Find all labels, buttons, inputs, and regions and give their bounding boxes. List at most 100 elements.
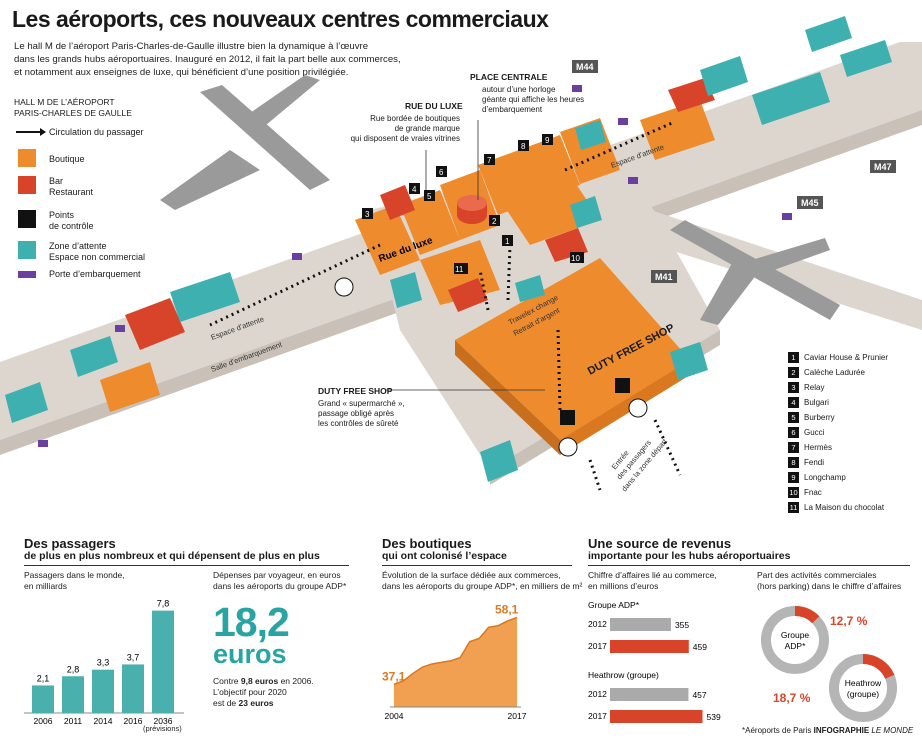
legend-circulation: Circulation du passager — [49, 127, 144, 137]
escalator-icon — [558, 437, 578, 457]
callout-duty-title: DUTY FREE SHOP — [318, 386, 393, 396]
gate-marker — [618, 118, 628, 125]
label-line: (hors parking) dans le chiffre d’affaire… — [757, 581, 902, 591]
callout-line: de grande marque — [394, 124, 460, 133]
circulation-path — [209, 121, 682, 491]
donut-center-label: Heathrow — [845, 678, 882, 688]
svg-text:1: 1 — [505, 237, 510, 246]
security-icon — [560, 410, 575, 425]
callout-duty-text: Grand « supermarché », passage obligé ap… — [318, 399, 405, 429]
bar-blocks — [125, 78, 715, 350]
section1-rule — [24, 565, 349, 566]
chart1-bar — [122, 664, 144, 713]
waiting-areas — [5, 16, 892, 482]
footer-note: *Aéroports de Paris — [742, 726, 812, 735]
intro-line: Le hall M de l’aéroport Paris-Charles-de… — [14, 41, 369, 52]
chart2-start-value: 37,1 — [382, 669, 406, 683]
donut-value-label: 18,7 % — [773, 691, 811, 705]
gates — [38, 85, 792, 447]
callout-luxe-title: RUE DU LUXE — [405, 101, 463, 111]
legend-line: Espace non commercial — [49, 252, 146, 262]
chart3-bar — [610, 710, 703, 723]
chart3-bar — [610, 688, 689, 701]
brand-number: 5 — [788, 412, 799, 423]
chart1-category-label: 2011 — [64, 716, 83, 726]
svg-text:M41: M41 — [655, 272, 673, 282]
legend-title-line: PARIS-CHARLES DE GAULLE — [14, 108, 132, 118]
label-line: dans les aéroports du groupe ADP*, en mi… — [382, 581, 583, 591]
brand-number: 1 — [788, 352, 799, 363]
duty-free-front — [560, 360, 690, 455]
svg-text:M47: M47 — [874, 162, 892, 172]
brand-number: 9 — [788, 472, 799, 483]
section2-title: Des boutiques — [382, 536, 472, 551]
section3-left-label: Chiffre d’affaires lié au commerce, en m… — [588, 570, 717, 592]
gate-marker — [782, 213, 792, 220]
chart3-group-label: Groupe ADP* — [588, 600, 640, 610]
terminal-map: DUTY FREE SHOP — [0, 16, 922, 493]
spend-unit: euros — [213, 639, 287, 669]
brand-name: Fendi — [804, 458, 825, 467]
donut-value-label: 12,7 % — [830, 614, 868, 628]
svg-text:7: 7 — [487, 156, 492, 165]
gate-marker — [38, 440, 48, 447]
airplane-icon-right — [670, 220, 840, 325]
footer: *Aéroports de Paris INFOGRAPHIE LE MONDE — [742, 726, 913, 735]
brand-name: Burberry — [804, 413, 835, 422]
gate-icon — [18, 271, 36, 278]
shop-badges: 1 2 3 4 5 6 7 8 9 10 11 — [362, 134, 584, 274]
label-line: Dépenses par voyageur, en euros — [213, 570, 341, 580]
note-bold: 9,8 euros — [240, 676, 279, 686]
legend-line: de contrôle — [49, 221, 94, 231]
chart1-value-label: 2,8 — [67, 664, 80, 674]
callout-place-title: PLACE CENTRALE — [470, 72, 548, 82]
callout-line: Grand « supermarché », — [318, 399, 405, 408]
clock-icon — [18, 241, 36, 259]
arrow-icon — [16, 128, 46, 136]
label-line: en milliards — [24, 581, 67, 591]
duty-free-side — [455, 340, 560, 455]
callout-luxe-text: Rue bordée de boutiques de grande marque… — [345, 114, 460, 144]
gate-marker — [572, 85, 582, 92]
svg-text:4: 4 — [412, 185, 417, 194]
chart2-x-label: 2017 — [508, 711, 527, 721]
escalator-icon — [628, 398, 648, 418]
chart3-year-label: 2017 — [588, 641, 607, 651]
brand-number: 3 — [788, 382, 799, 393]
callout-line: les contrôles de sûreté — [318, 419, 399, 428]
shopping-bag-icon — [18, 149, 36, 167]
brand-number: 10 — [788, 487, 799, 498]
callout-line: géante qui affiche les heures — [482, 95, 585, 104]
section2-label: Évolution de la surface dédiée aux comme… — [382, 570, 582, 592]
escalator-icon — [334, 277, 354, 297]
callout-line: passage obligé après — [318, 409, 395, 418]
chart1-value-label: 2,1 — [37, 673, 50, 683]
section2-rule — [382, 565, 572, 566]
svg-text:M45: M45 — [801, 198, 819, 208]
chart1-category-label: 2016 — [124, 716, 143, 726]
section1-title: Des passagers — [24, 536, 116, 551]
chart3-value-label: 459 — [693, 642, 707, 652]
legend-waiting: Zone d’attente Espace non commercial — [49, 241, 145, 263]
chart2-area — [394, 617, 517, 707]
label-line: en millions d’euros — [588, 581, 659, 591]
note-text: est de — [213, 698, 239, 708]
section3-rule — [588, 565, 910, 566]
callout-line: d’embarquement — [482, 105, 543, 114]
chart3-bar — [610, 640, 689, 653]
legend-control: Points de contrôle — [49, 210, 94, 232]
chart1-bar — [32, 685, 54, 713]
chart1-value-label: 7,8 — [157, 599, 170, 609]
chart3-year-label: 2012 — [588, 689, 607, 699]
note-bold: 23 euros — [238, 698, 274, 708]
